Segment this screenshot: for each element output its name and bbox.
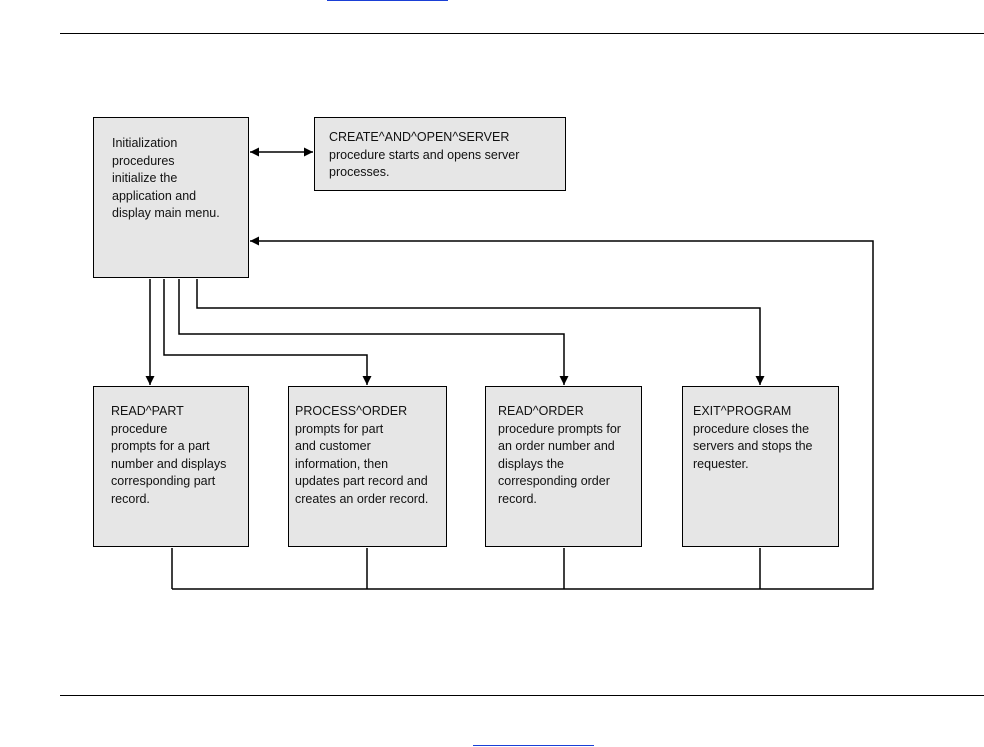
- node-read-order: READ^ORDER procedure prompts for an orde…: [485, 386, 642, 547]
- edge-return-to-init: [172, 236, 874, 590]
- edge-init-read-order: [178, 279, 569, 385]
- node-process-order: PROCESS^ORDER prompts for part and custo…: [288, 386, 447, 547]
- page-link-bottom[interactable]: [473, 745, 594, 746]
- node-create-and-open-server: CREATE^AND^OPEN^SERVER procedure starts …: [314, 117, 566, 191]
- page-link-top[interactable]: [327, 0, 448, 1]
- node-initialization: Initialization procedures initialize the…: [93, 117, 249, 278]
- edge-init-exit-program: [196, 279, 765, 385]
- header-rule: [60, 33, 984, 34]
- node-read-part: READ^PART procedure prompts for a part n…: [93, 386, 249, 547]
- edge-init-process-order: [163, 279, 372, 385]
- node-exit-program: EXIT^PROGRAM procedure closes the server…: [682, 386, 839, 547]
- footer-rule: [60, 695, 984, 696]
